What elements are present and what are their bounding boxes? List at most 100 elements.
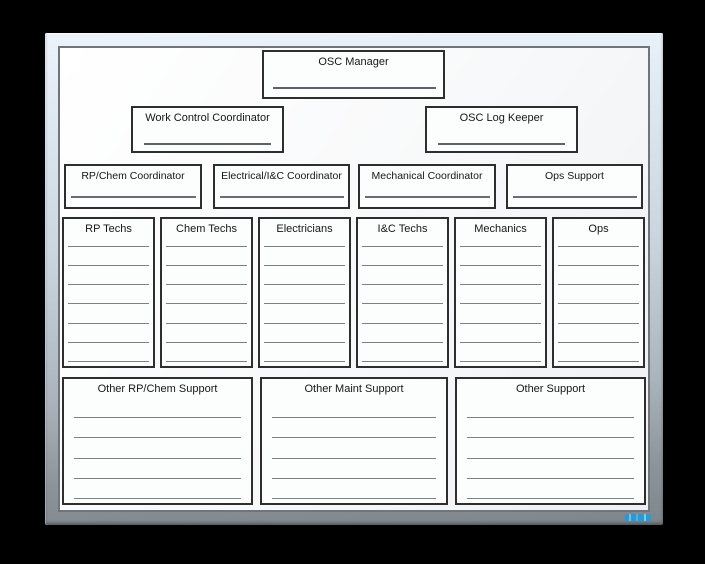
name-line xyxy=(74,417,241,418)
box-title: Other Support xyxy=(515,383,586,395)
box-rp-chem-coordinator: RP/Chem Coordinator xyxy=(64,164,202,209)
column-title: I&C Techs xyxy=(377,223,428,235)
name-line xyxy=(74,477,241,479)
name-line xyxy=(467,457,634,459)
column-title: Electricians xyxy=(276,223,333,235)
blank-name-lines xyxy=(558,246,639,362)
name-line xyxy=(467,477,634,479)
name-line xyxy=(362,360,443,362)
name-line xyxy=(264,284,345,286)
name-line xyxy=(362,284,443,286)
name-line xyxy=(272,477,436,479)
box-title: Other Maint Support xyxy=(304,383,404,395)
name-line xyxy=(166,265,247,267)
box-mechanical-coordinator: Mechanical Coordinator xyxy=(358,164,496,209)
name-line xyxy=(68,303,149,305)
name-line xyxy=(166,303,247,305)
brand-watermark-icon xyxy=(625,514,651,521)
column-mechanics: Mechanics xyxy=(454,217,547,368)
box-title: Other RP/Chem Support xyxy=(97,383,218,395)
box-osc-log-keeper: OSC Log Keeper xyxy=(425,106,578,153)
blank-name-lines xyxy=(467,417,634,499)
name-line xyxy=(166,360,247,362)
name-line xyxy=(558,284,639,286)
name-line xyxy=(513,196,637,198)
column-ops: Ops xyxy=(552,217,645,368)
name-line xyxy=(558,246,639,247)
name-line xyxy=(467,437,634,439)
blank-name-lines xyxy=(74,417,241,499)
box-title: OSC Log Keeper xyxy=(459,112,544,124)
name-line xyxy=(460,341,541,343)
column-electricians: Electricians xyxy=(258,217,351,368)
name-line xyxy=(558,360,639,362)
box-title: RP/Chem Coordinator xyxy=(81,170,185,182)
name-line xyxy=(460,246,541,247)
name-line xyxy=(68,265,149,267)
name-line xyxy=(460,303,541,305)
column-title: Ops xyxy=(588,223,609,235)
name-line xyxy=(166,341,247,343)
name-line xyxy=(166,246,247,247)
whiteboard-surface: OSC Manager Work Control Coordinator OSC… xyxy=(58,46,650,512)
name-line xyxy=(68,322,149,324)
name-line xyxy=(362,265,443,267)
name-line xyxy=(362,322,443,324)
box-electrical-ic-coordinator: Electrical/I&C Coordinator xyxy=(213,164,350,209)
box-other-maint-support: Other Maint Support xyxy=(260,377,448,505)
name-line xyxy=(460,322,541,324)
box-title: Work Control Coordinator xyxy=(145,112,270,124)
name-line xyxy=(166,322,247,324)
name-line xyxy=(362,303,443,305)
name-line xyxy=(467,498,634,499)
name-line xyxy=(272,457,436,459)
box-title: OSC Manager xyxy=(318,56,389,68)
name-line xyxy=(74,437,241,439)
name-line xyxy=(74,498,241,499)
whiteboard-frame: OSC Manager Work Control Coordinator OSC… xyxy=(45,33,663,525)
name-line xyxy=(460,360,541,362)
name-line xyxy=(264,322,345,324)
box-work-control-coordinator: Work Control Coordinator xyxy=(131,106,284,153)
column-title: Mechanics xyxy=(474,223,527,235)
name-line xyxy=(558,322,639,324)
blank-name-lines xyxy=(460,246,541,362)
name-line xyxy=(467,417,634,418)
blank-name-lines xyxy=(272,417,436,499)
name-line xyxy=(74,457,241,459)
column-chem-techs: Chem Techs xyxy=(160,217,253,368)
name-line xyxy=(365,196,490,198)
name-line xyxy=(71,196,196,198)
name-line xyxy=(68,246,149,247)
box-title: Electrical/I&C Coordinator xyxy=(221,170,342,182)
name-line xyxy=(362,341,443,343)
column-title: RP Techs xyxy=(85,223,132,235)
name-line xyxy=(362,246,443,247)
name-line xyxy=(144,143,271,145)
name-line xyxy=(220,196,344,198)
name-line xyxy=(272,437,436,439)
name-line xyxy=(558,303,639,305)
name-line xyxy=(264,360,345,362)
box-ops-support-coordinator: Ops Support xyxy=(506,164,643,209)
column-title: Chem Techs xyxy=(176,223,237,235)
box-osc-manager: OSC Manager xyxy=(262,50,445,99)
name-line xyxy=(460,284,541,286)
name-line xyxy=(264,246,345,247)
box-title: Mechanical Coordinator xyxy=(371,170,483,182)
name-line xyxy=(264,303,345,305)
name-line xyxy=(68,360,149,362)
name-line xyxy=(272,417,436,418)
name-line xyxy=(68,284,149,286)
name-line xyxy=(558,341,639,343)
blank-name-lines xyxy=(68,246,149,362)
box-title: Ops Support xyxy=(545,170,604,182)
blank-name-lines xyxy=(362,246,443,362)
box-other-rp-chem-support: Other RP/Chem Support xyxy=(62,377,253,505)
name-line xyxy=(273,87,436,89)
name-line xyxy=(68,341,149,343)
name-line xyxy=(438,143,565,145)
name-line xyxy=(264,265,345,267)
blank-name-lines xyxy=(166,246,247,362)
